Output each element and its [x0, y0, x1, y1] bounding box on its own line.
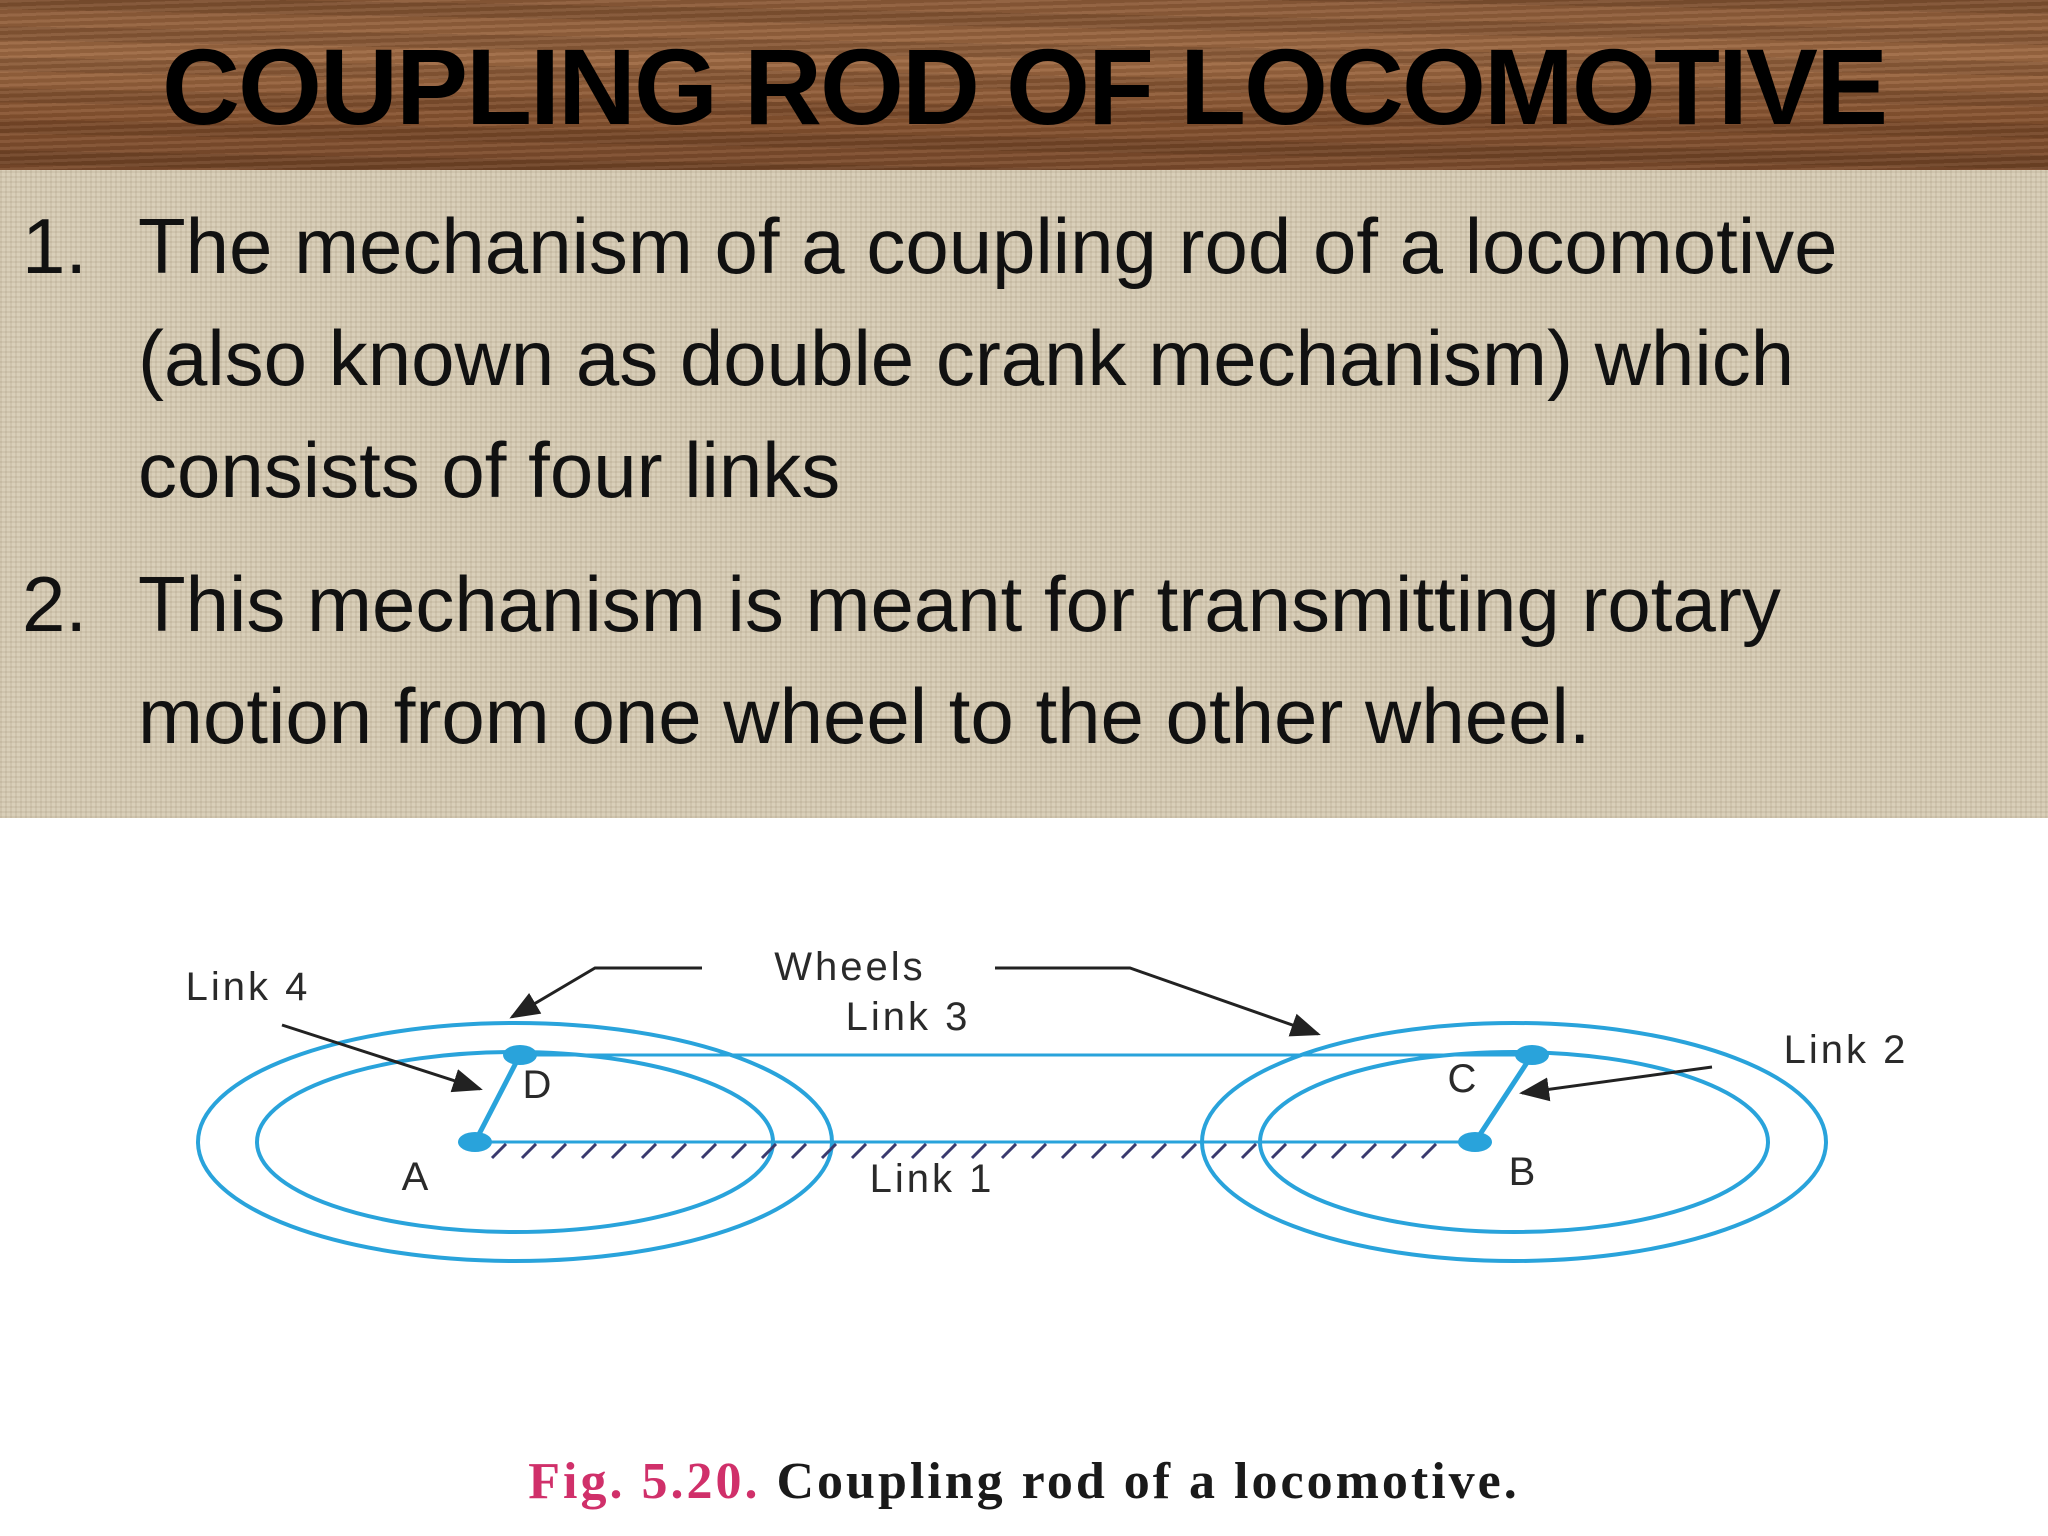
- link-4-label: Link 4: [186, 965, 311, 1009]
- link-3-label: Link 3: [846, 995, 971, 1039]
- joint-a: [458, 1132, 492, 1152]
- link-2-label: Link 2: [1784, 1028, 1909, 1072]
- point-c-label: C: [1448, 1057, 1477, 1101]
- wheels-leader-right: [995, 966, 1321, 1037]
- figure-caption: Fig. 5.20. Coupling rod of a locomotive.: [0, 1452, 2048, 1511]
- coupling-rod-diagram: Wheels Link 4 Link 3 Link 2 Link 1 D A C…: [186, 945, 1909, 1263]
- link-2-leader: [1519, 1065, 1713, 1102]
- point-a-label: A: [402, 1155, 429, 1199]
- joint-c: [1515, 1045, 1549, 1065]
- list-item: 1. The mechanism of a coupling rod of a …: [0, 190, 2000, 526]
- ground-hatching: [490, 1142, 1438, 1160]
- link-1-label: Link 1: [870, 1157, 995, 1201]
- link-4-leader: [281, 1023, 483, 1093]
- list-item-number: 2.: [22, 560, 88, 648]
- title-bar: COUPLING ROD OF LOCOMOTIVE: [0, 0, 2048, 170]
- joint-d: [503, 1045, 537, 1065]
- link-2-crank: [1472, 1053, 1535, 1144]
- wheels-leader-left: [509, 966, 702, 1019]
- list-item-text: The mechanism of a coupling rod of a loc…: [138, 202, 1838, 514]
- point-d-label: D: [523, 1063, 552, 1107]
- joint-b: [1458, 1132, 1492, 1152]
- wheels-label: Wheels: [774, 945, 925, 989]
- slide-title: COUPLING ROD OF LOCOMOTIVE: [162, 26, 1888, 147]
- bullet-list: 1. The mechanism of a coupling rod of a …: [0, 190, 2000, 794]
- figure-caption-text: Coupling rod of a locomotive.: [776, 1453, 1520, 1510]
- body-panel: [0, 170, 2048, 818]
- list-item-text: This mechanism is meant for transmitting…: [138, 560, 1781, 760]
- list-item: 2. This mechanism is meant for transmitt…: [0, 548, 2000, 772]
- link-4-crank: [472, 1053, 523, 1144]
- figure-number: Fig. 5.20.: [528, 1453, 761, 1510]
- point-b-label: B: [1509, 1150, 1536, 1194]
- list-item-number: 1.: [22, 202, 88, 290]
